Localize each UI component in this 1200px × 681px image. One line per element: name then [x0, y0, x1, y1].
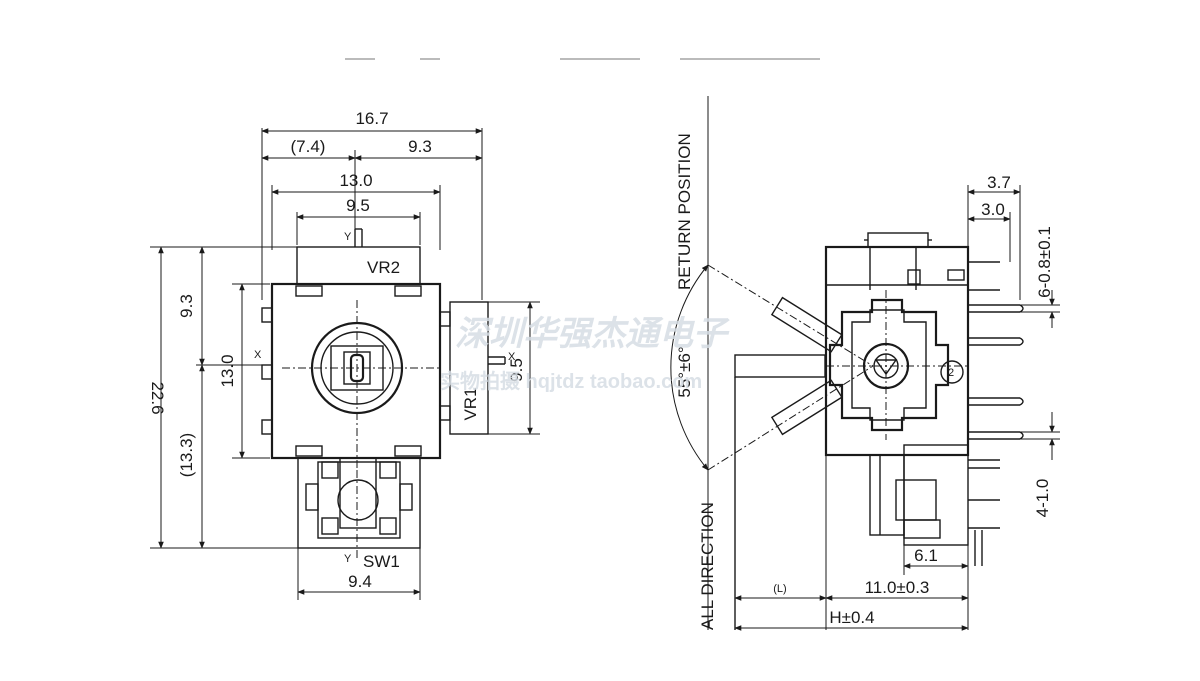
- straight-shaft: [734, 354, 826, 378]
- dim-base-61: 6.1: [914, 546, 938, 565]
- dim-body-width: 13.0: [339, 171, 372, 190]
- main-body: X: [254, 282, 451, 470]
- watermark-line1: 深圳华强杰通电子: [455, 315, 730, 353]
- dim-top-30: 3.0: [981, 200, 1005, 219]
- dim-body-height: 13.0: [218, 354, 237, 387]
- x-axis-mark-right: X: [508, 351, 516, 363]
- tilted-shaft-upper: [770, 296, 843, 353]
- sw1-label: SW1: [363, 552, 400, 571]
- vr2-label: VR2: [367, 258, 400, 277]
- vr2-potentiometer: VR2 Y: [296, 228, 421, 285]
- dim-vr1-height: 9.5: [507, 358, 526, 382]
- dim-upper-height: 9.3: [177, 294, 196, 318]
- front-extension-lines: [150, 128, 540, 600]
- side-view: RETURN POSITION ALL DIRECTION 55°±6°: [670, 96, 1060, 631]
- dim-sw1-width: 9.4: [348, 572, 372, 591]
- dim-length-l: (L): [773, 583, 786, 595]
- all-direction-label: ALL DIRECTION: [698, 502, 717, 630]
- dim-right-offset: 9.3: [408, 137, 432, 156]
- watermark-line2: 实物拍摄 hqjtdz taobao.com: [440, 369, 702, 393]
- dim-vr2-width: 9.5: [346, 196, 370, 215]
- dim-lower-height: (13.3): [177, 433, 196, 477]
- sw1-switch: SW1 Y: [297, 457, 421, 571]
- dim-height-h: H±0.4: [829, 608, 874, 627]
- watermark: 深圳华强杰通电子 实物拍摄 hqjtdz taobao.com: [440, 315, 730, 393]
- side-switch: [869, 444, 969, 546]
- dim-pins-lower: 4-1.0: [1033, 479, 1052, 518]
- dim-left-offset: (7.4): [291, 137, 326, 156]
- side-body: 2: [824, 232, 970, 457]
- dim-length-11: 11.0±0.3: [865, 578, 930, 597]
- dim-top-37: 3.7: [987, 173, 1011, 192]
- side-right-dims: 6-0.8±0.1 4-1.0: [1020, 226, 1060, 517]
- dim-angle: 55°±6°: [675, 346, 694, 397]
- side-top-dims: 3.7 3.0: [967, 173, 1021, 300]
- tilted-shaft-lower: [770, 379, 843, 436]
- front-dimension-texts: 16.7 (7.4) 9.3 13.0 9.5 22.6 9.3 (13.3) …: [148, 109, 526, 591]
- y-axis-mark-top: Y: [344, 231, 352, 243]
- return-position-label: RETURN POSITION: [675, 133, 694, 290]
- front-view: 16.7 (7.4) 9.3 13.0 9.5 22.6 9.3 (13.3) …: [148, 109, 540, 600]
- dim-pins-right: 6-0.8±0.1: [1035, 226, 1054, 298]
- x-axis-mark-left: X: [254, 349, 262, 361]
- y-axis-mark-bottom: Y: [344, 553, 352, 565]
- pin-mark: 2: [948, 367, 954, 379]
- vr1-potentiometer: VR1 X: [449, 301, 516, 435]
- side-pins: [968, 261, 1024, 566]
- side-bottom-dims: 6.1 (L) 11.0±0.3 H±0.4: [734, 455, 969, 631]
- front-dimension-lines: [158, 128, 533, 595]
- dim-overall-height: 22.6: [148, 381, 167, 414]
- vr1-label: VR1: [461, 387, 480, 420]
- dim-overall-width: 16.7: [355, 109, 388, 128]
